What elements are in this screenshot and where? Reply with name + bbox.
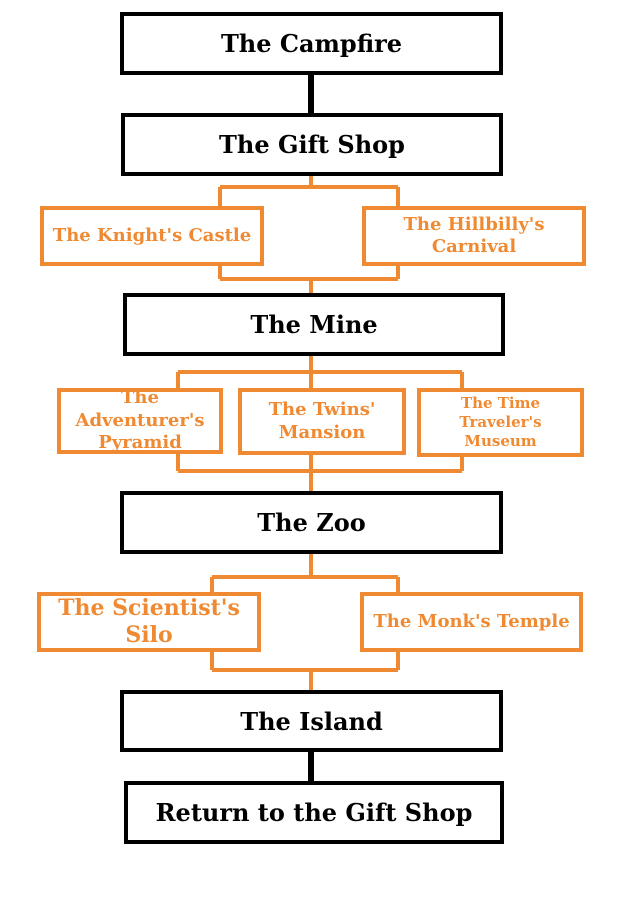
node-the-adventurers-pyramid: The Adventurer's Pyramid [57, 387, 223, 454]
node-the-hillbillys-carnival: The Hillbilly's Carnival [362, 206, 586, 266]
connector-group-3 [210, 552, 400, 691]
node-the-campfire: The Campfire [120, 12, 503, 75]
connector-group-2 [176, 355, 464, 492]
node-the-monks-temple: The Monk's Temple [360, 592, 583, 652]
node-the-time-travelers-museum: The Time Traveler's Museum [417, 388, 584, 457]
node-the-zoo: The Zoo [120, 491, 503, 554]
node-the-twins-mansion: The Twins' Mansion [238, 388, 406, 455]
connector-group-1 [218, 175, 400, 294]
node-the-knights-castle: The Knight's Castle [40, 206, 264, 266]
node-the-mine: The Mine [123, 293, 505, 356]
node-the-scientists-silo: The Scientist's Silo [37, 592, 261, 652]
node-the-gift-shop: The Gift Shop [121, 113, 503, 176]
node-the-island: The Island [120, 690, 503, 752]
node-return-to-the-gift-shop: Return to the Gift Shop [124, 781, 504, 844]
